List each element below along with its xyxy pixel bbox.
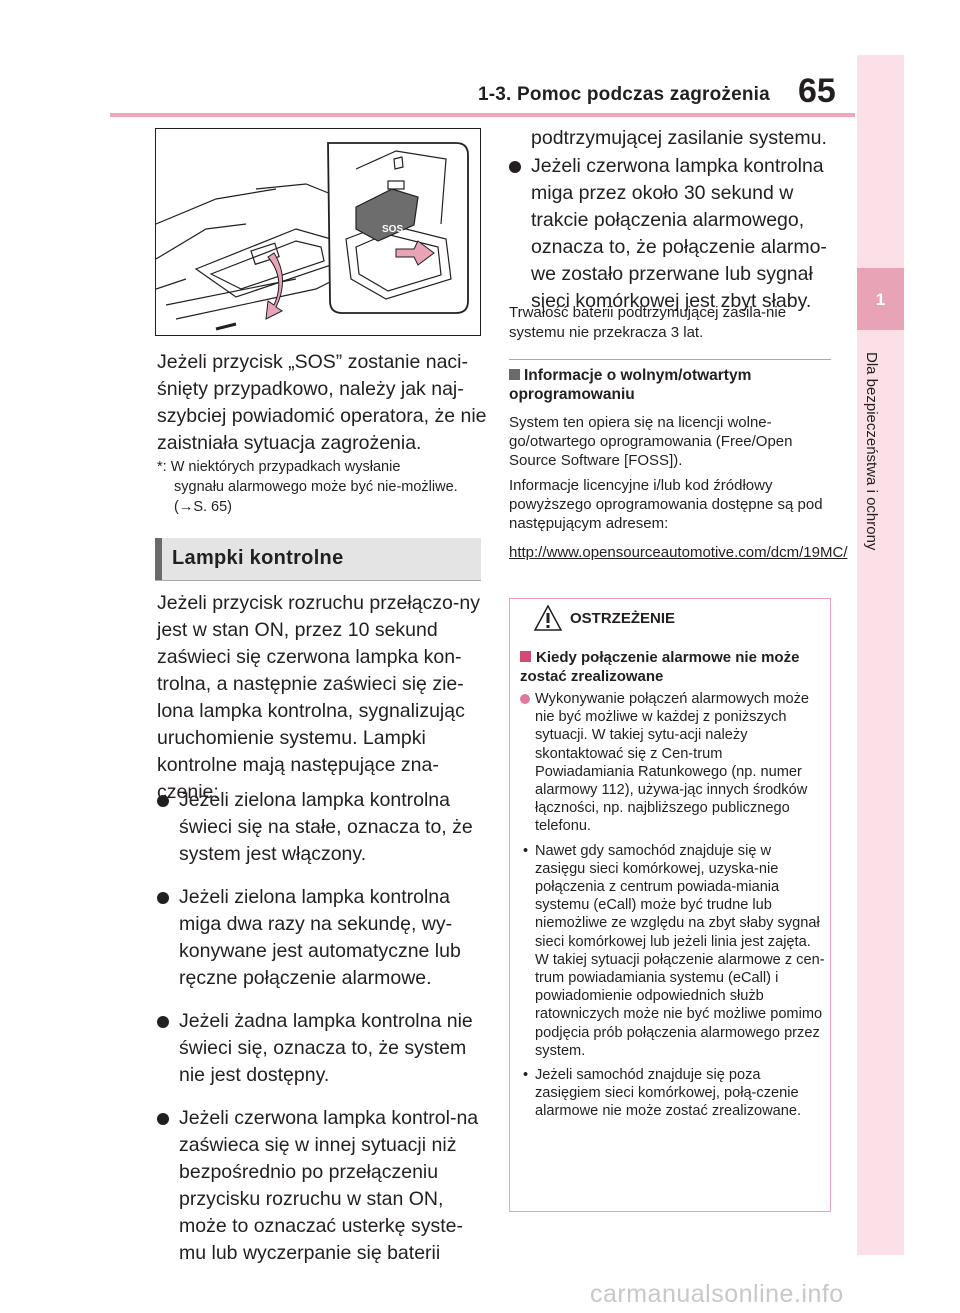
warning-subheading: Kiedy połączenie alarmowe nie może zosta… [520,649,800,685]
bullet-dot-icon [520,694,530,704]
square-bullet-icon [520,651,531,662]
footnote: *: W niektórych przypadkach wysłanie syg… [157,457,479,517]
continuation-line: podtrzymującej zasilanie systemu. [531,127,827,149]
bullet-dot-icon [157,1016,169,1028]
section-paragraph: Jeżeli przycisk rozruchu przełączo-ny je… [157,592,480,803]
info-paragraph-1: System ten opiera się na licencji wolne-… [509,414,793,469]
list-item: Jeżeli zielona lampka kontrolna miga dwa… [157,884,487,992]
chapter-label: Dla bezpieczeństwa i ochrony [863,352,880,551]
license-link[interactable]: http://www.opensourceautomotive.com/dcm/… [509,544,848,561]
bullet-dot-icon [157,892,169,904]
section-heading-bar [155,538,162,580]
warning-list: Wykonywanie połączeń alarmowych może nie… [520,690,825,1121]
list-item: •Nawet gdy samochód znajduje się w zasię… [523,842,825,1059]
list-item: Jeżeli czerwona lampka kontrol-na zaświe… [157,1105,487,1267]
warning-body: Wykonywanie połączeń alarmowych może nie… [520,690,825,1127]
open-arrow-icon [395,240,435,266]
footnote-rest: sygnału alarmowego może być nie-możliwe.… [174,479,458,515]
bullet-dot-icon [157,1113,169,1125]
warning-box [509,598,831,1212]
info-heading: Informacje o wolnym/otwartym oprogramowa… [509,367,752,403]
chapter-number: 1 [875,290,886,309]
intro-paragraph: Jeżeli przycisk „SOS” zostanie naci-śnię… [157,351,487,454]
watermark: carmanualsonline.info [590,1280,844,1308]
section-heading: Lampki kontrolne [155,538,481,581]
header-title: 1-3. Pomoc podczas zagrożenia [478,84,770,105]
chapter-side-strip [857,55,904,1255]
list-item: •Jeżeli samochód znajduje się poza zasię… [523,1067,802,1120]
divider [509,359,831,360]
square-bullet-icon [509,369,520,380]
sos-label: SOS [382,224,403,235]
chapter-number-box [857,268,904,330]
header-rule [110,113,855,117]
list-item: Jeżeli czerwona lampka kontrolna miga pr… [509,153,839,315]
press-arrow-icon [265,252,283,320]
page-number: 65 [798,72,836,110]
indicator-list-cont: Jeżeli czerwona lampka kontrolna miga pr… [509,153,839,331]
section-heading-text: Lampki kontrolne [172,547,344,569]
footnote-line1: *: W niektórych przypadkach wysłanie [157,459,401,475]
info-paragraph-2: Informacje licencyjne i/lub kod źródłowy… [509,477,823,532]
list-item: Wykonywanie połączeń alarmowych może nie… [520,690,825,836]
list-item: Jeżeli zielona lampka kontrolna świeci s… [157,787,487,868]
battery-note: Trwałość baterii podtrzymującej zasila-n… [509,304,787,341]
warning-title: OSTRZEŻENIE [570,610,676,627]
indicator-list: Jeżeli zielona lampka kontrolna świeci s… [157,787,487,1283]
warning-triangle-icon [533,604,563,631]
bullet-dot-icon [509,161,521,173]
sos-button-illustration: SOS [155,128,481,336]
bullet-dot-icon [157,795,169,807]
list-item: Jeżeli żadna lampka kontrolna nie świeci… [157,1008,487,1089]
